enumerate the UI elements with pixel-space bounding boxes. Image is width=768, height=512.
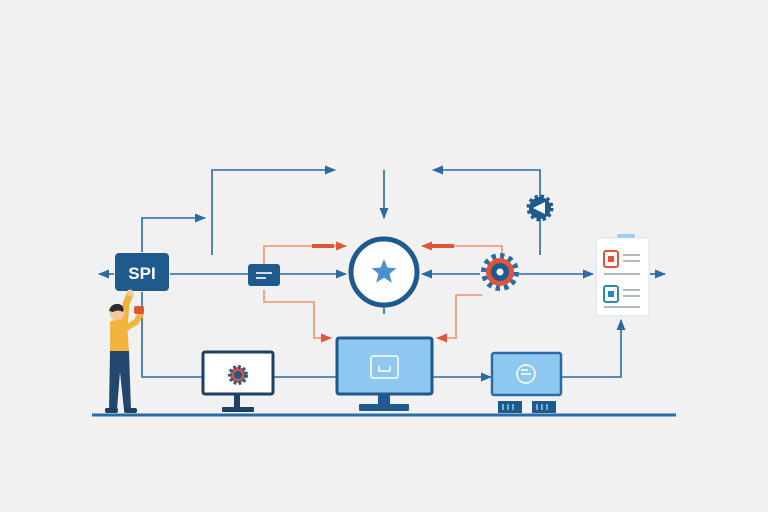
connector-right-monitor-to-report (561, 318, 626, 378)
top-right-badge[interactable] (526, 194, 554, 222)
person-legs (109, 351, 131, 410)
spi-label: SPI (128, 264, 155, 283)
monitor-left[interactable] (201, 350, 275, 412)
report-document[interactable] (595, 234, 650, 317)
document-icon (370, 355, 399, 379)
person-shoe-right (124, 408, 137, 413)
connector-red-lower-right (435, 294, 482, 343)
connector-top-right-elbow (431, 165, 541, 255)
person-hair (109, 303, 124, 312)
monitor-right[interactable] (490, 351, 563, 413)
red-dash-left (312, 244, 334, 248)
device-left (498, 401, 522, 413)
red-tool (134, 306, 144, 314)
person-shoe-left (105, 408, 118, 413)
chat-icon (516, 364, 536, 384)
spi-node[interactable]: SPI (115, 253, 169, 291)
connector-spi-up-right (141, 213, 207, 252)
person-hand (126, 289, 134, 297)
mini-card-node[interactable] (248, 264, 280, 286)
device-right (532, 401, 556, 413)
person-body (110, 319, 129, 352)
gear-icon (526, 194, 554, 222)
report-text-lines (604, 254, 640, 308)
person-raised-arm (120, 290, 134, 330)
red-dash-right (432, 244, 454, 248)
gear-icon (228, 365, 248, 385)
central-hub[interactable] (348, 236, 420, 308)
connector-red-upper-right (420, 241, 503, 262)
gear-icon (481, 253, 519, 291)
person-front-arm (123, 311, 144, 331)
blue-connectors (97, 165, 667, 382)
connector-spi-down-to-left-monitor (141, 292, 203, 378)
person-figure (105, 289, 144, 413)
connector-top-left-elbow (211, 165, 337, 255)
monitor-center[interactable] (335, 336, 434, 411)
connector-red-lower-left (263, 290, 333, 343)
document-icon (256, 272, 272, 279)
star-icon (371, 259, 397, 283)
gear-node[interactable] (481, 253, 519, 291)
